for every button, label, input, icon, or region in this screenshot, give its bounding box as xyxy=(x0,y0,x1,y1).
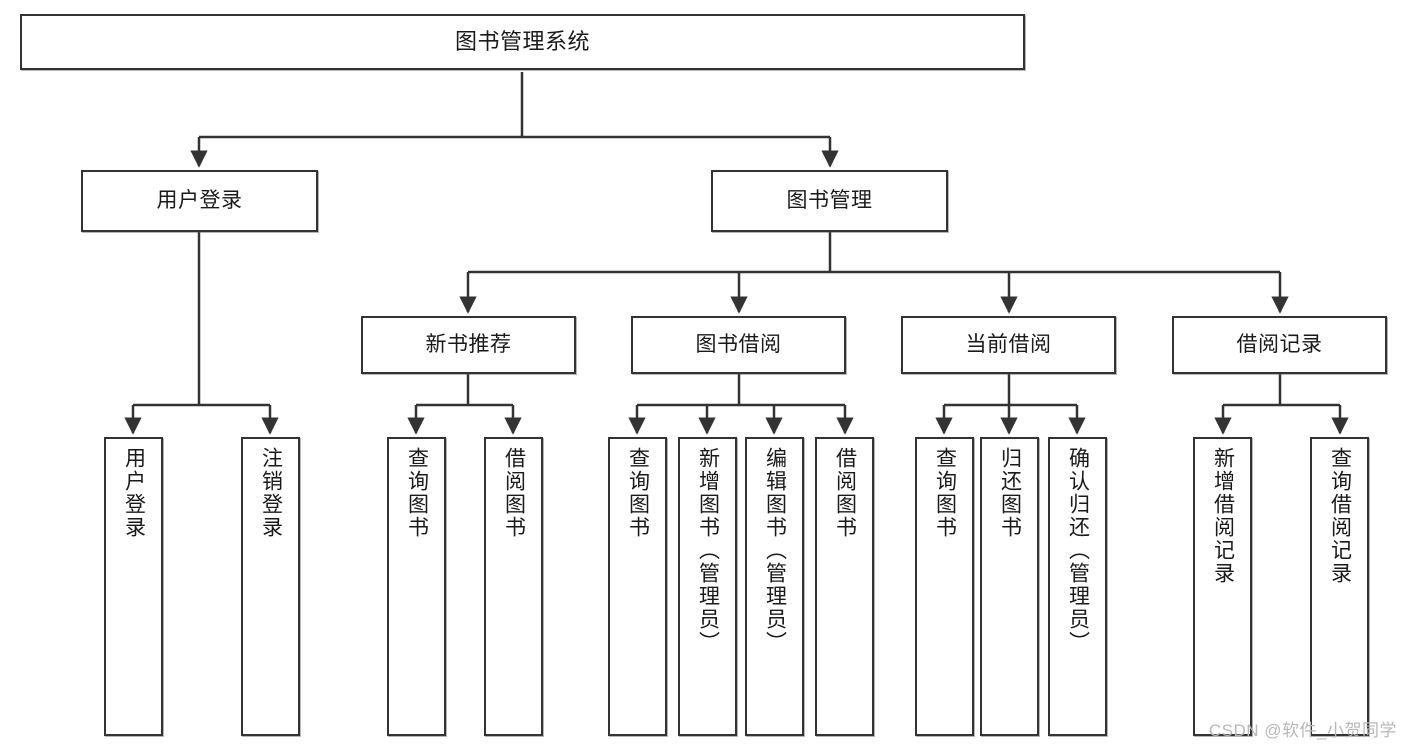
node-label: 查询图书 xyxy=(405,447,429,539)
node-label: 编辑图书（管理员） xyxy=(763,447,787,654)
node-book-management[interactable]: 图书管理 xyxy=(711,170,948,232)
node-label: 新增借阅记录 xyxy=(1211,447,1235,585)
node-label: 查询借阅记录 xyxy=(1328,447,1352,585)
node-label: 归还图书 xyxy=(998,447,1022,539)
leaf-return-book[interactable]: 归还图书 xyxy=(980,437,1039,736)
node-borrow-record[interactable]: 借阅记录 xyxy=(1172,316,1387,374)
leaf-query-book-borrow[interactable]: 查询图书 xyxy=(608,437,667,736)
leaf-borrow-book[interactable]: 借阅图书 xyxy=(815,437,874,736)
node-label: 查询图书 xyxy=(933,447,957,539)
leaf-confirm-return-admin[interactable]: 确认归还（管理员） xyxy=(1048,437,1107,736)
watermark: CSDN @软件_小贺同学 xyxy=(1208,721,1397,740)
node-root-system[interactable]: 图书管理系统 xyxy=(20,14,1025,70)
leaf-query-borrow-record[interactable]: 查询借阅记录 xyxy=(1310,437,1369,736)
node-book-borrow[interactable]: 图书借阅 xyxy=(631,316,846,374)
node-label: 新增图书（管理员） xyxy=(696,447,720,654)
node-label: 新书推荐 xyxy=(425,333,512,357)
leaf-logout-login[interactable]: 注销登录 xyxy=(241,437,300,736)
node-label: 图书管理 xyxy=(786,189,873,213)
node-user-login[interactable]: 用户登录 xyxy=(81,170,318,232)
node-label: 图书借阅 xyxy=(695,333,782,357)
node-label: 借阅记录 xyxy=(1236,333,1323,357)
node-current-borrow[interactable]: 当前借阅 xyxy=(901,316,1116,374)
node-label: 图书管理系统 xyxy=(454,28,590,54)
leaf-edit-book-admin[interactable]: 编辑图书（管理员） xyxy=(745,437,804,736)
node-label: 借阅图书 xyxy=(833,447,857,539)
node-new-book-recommend[interactable]: 新书推荐 xyxy=(361,316,576,374)
node-label: 注销登录 xyxy=(259,447,283,539)
leaf-user-login[interactable]: 用户登录 xyxy=(104,437,163,736)
node-label: 查询图书 xyxy=(626,447,650,539)
leaf-add-borrow-record[interactable]: 新增借阅记录 xyxy=(1193,437,1252,736)
node-label: 用户登录 xyxy=(122,447,146,539)
node-label: 借阅图书 xyxy=(502,447,526,539)
leaf-add-book-admin[interactable]: 新增图书（管理员） xyxy=(678,437,737,736)
leaf-query-book-current[interactable]: 查询图书 xyxy=(915,437,974,736)
node-label: 确认归还（管理员） xyxy=(1066,447,1090,654)
node-label: 用户登录 xyxy=(156,189,243,213)
leaf-query-book-recommend[interactable]: 查询图书 xyxy=(387,437,446,736)
leaf-borrow-book-recommend[interactable]: 借阅图书 xyxy=(484,437,543,736)
node-label: 当前借阅 xyxy=(965,333,1052,357)
